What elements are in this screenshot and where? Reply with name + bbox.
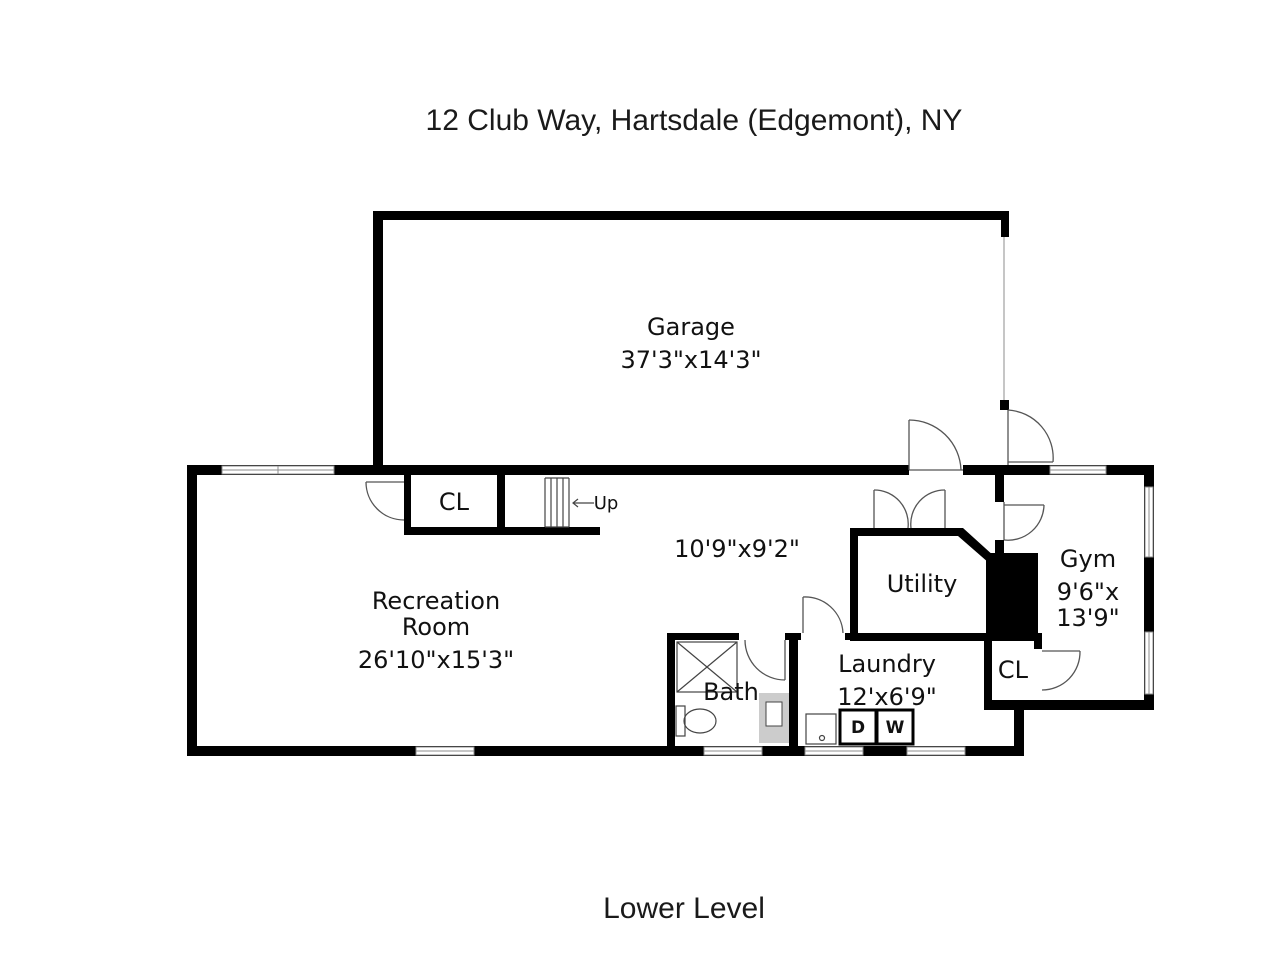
recreation-size: 26'10"x15'3" (358, 646, 514, 674)
garage-label: Garage (647, 313, 735, 341)
recreation-label-line1: Recreation (372, 587, 500, 615)
laundry-size: 12'x6'9" (837, 683, 937, 711)
bath-label: Bath (703, 678, 759, 706)
garage-doors (908, 409, 1054, 541)
closet-left-label: CL (439, 488, 470, 516)
utility-label: Utility (887, 570, 958, 598)
address-title: 12 Club Way, Hartsdale (Edgemont), NY (426, 104, 963, 137)
utility-room-walls (850, 489, 1038, 641)
windows (221, 465, 1154, 756)
laundry-label: Laundry (838, 650, 936, 678)
svg-text:D: D (851, 718, 865, 738)
bath-walls (667, 633, 798, 751)
laundry-walls (798, 596, 1081, 745)
stairs-label: Up (594, 493, 619, 514)
dryer: D (838, 708, 878, 746)
svg-text:W: W (886, 718, 905, 738)
garage-walls (373, 211, 1009, 473)
gym-size-line2: 13'9" (1056, 604, 1119, 632)
closet-right-label: CL (998, 656, 1029, 684)
hall-size: 10'9"x9'2" (674, 535, 800, 563)
gym-size-line1: 9'6"x (1057, 578, 1119, 606)
gym-label: Gym (1060, 545, 1116, 573)
recreation-label-line2: Room (402, 613, 470, 641)
level-label: Lower Level (603, 892, 765, 925)
garage-size: 37'3"x14'3" (620, 346, 761, 374)
closet-stairs-block (365, 475, 600, 535)
washer: W (875, 708, 915, 746)
